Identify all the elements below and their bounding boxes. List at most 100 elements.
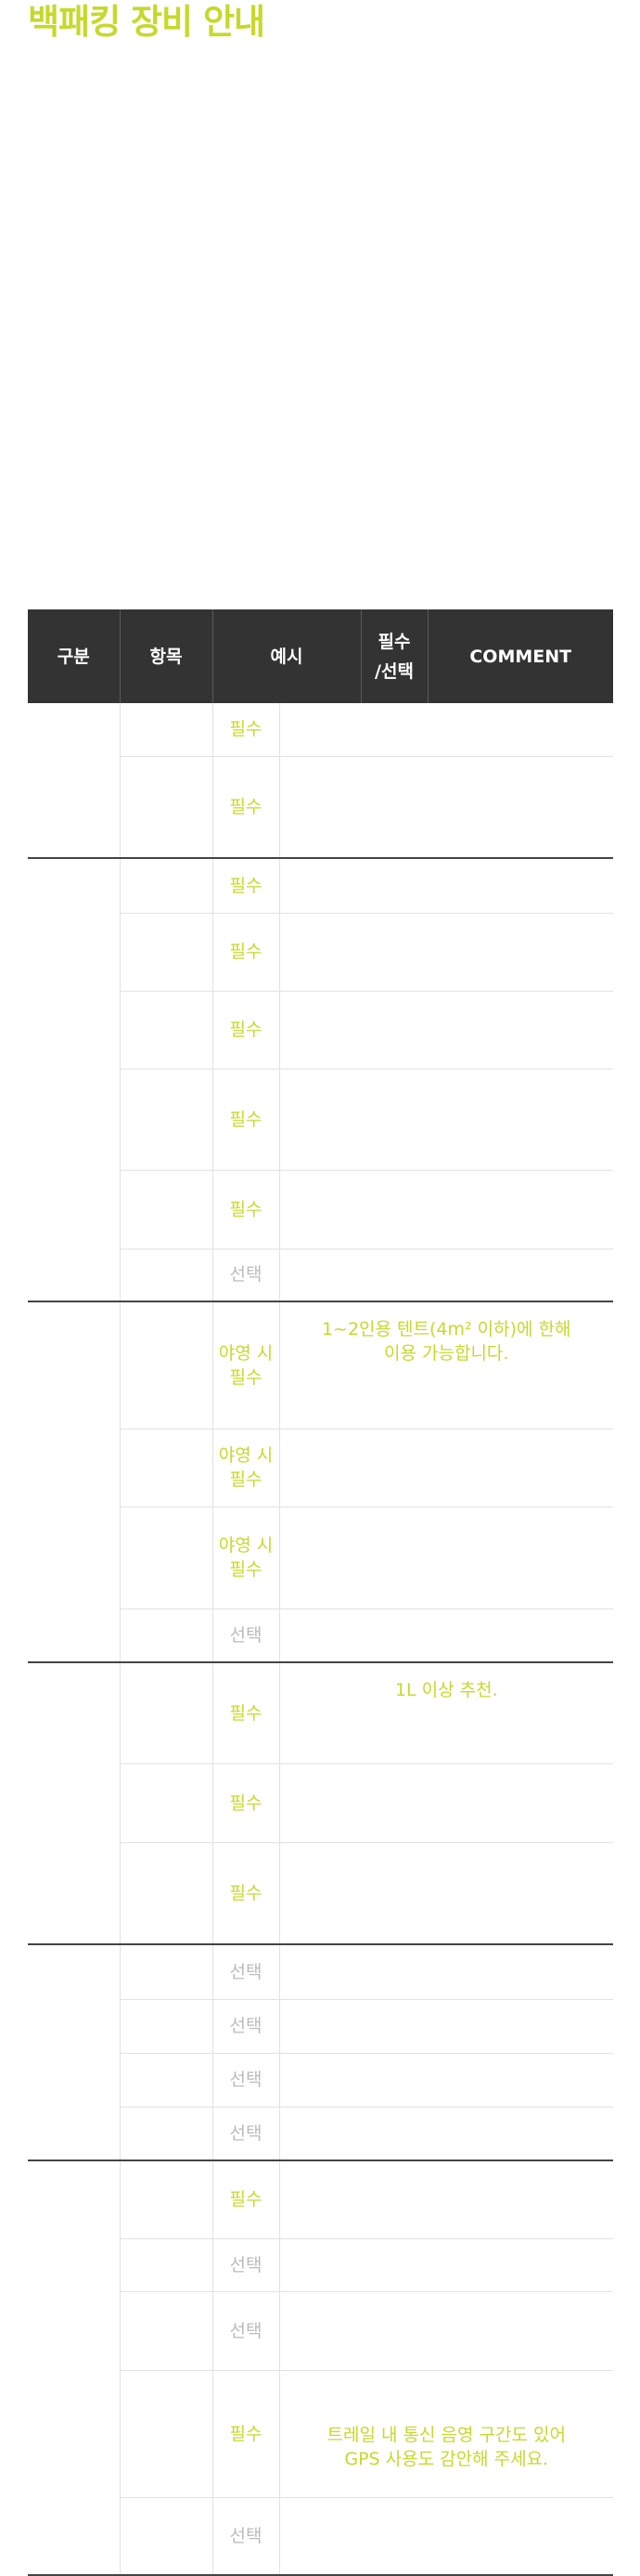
required-cell: 필수: [211, 2370, 279, 2498]
item-cell: [119, 1069, 212, 1171]
item-cell: [119, 2291, 212, 2371]
category-cell: [28, 2160, 120, 2576]
required-cell: 필수: [211, 1069, 279, 1171]
item-cell: [119, 2370, 212, 2498]
table-row: 선택: [28, 2238, 613, 2292]
table-row: 선택: [28, 2107, 613, 2161]
table-row: 선택: [28, 2291, 613, 2371]
table-row: 필수: [28, 1763, 613, 1843]
comment-cell: [278, 756, 613, 859]
table-row: 선택: [28, 1608, 613, 1663]
required-cell: 선택: [211, 2497, 279, 2576]
item-cell: [119, 1301, 212, 1429]
item-cell: [119, 703, 212, 757]
table-row: 야영 시 필수: [28, 1429, 613, 1507]
required-cell: 선택: [211, 2291, 279, 2371]
category-cell: [28, 1944, 120, 2161]
required-cell: 필수: [211, 991, 279, 1070]
comment-cell: [278, 1069, 613, 1171]
comment-cell: [278, 1170, 613, 1250]
gear-table: 구분 항목 예시 필수 /선택 COMMENT 필수 필수 필수: [28, 609, 613, 2576]
required-cell: 선택: [211, 1249, 279, 1302]
item-cell: [119, 1944, 212, 2000]
table-row: 선택: [28, 1999, 613, 2054]
required-cell: 필수: [211, 1170, 279, 1250]
table-row: 야영 시 필수: [28, 1506, 613, 1609]
comment-cell: 트레일 내 통신 음영 구간도 있어 GPS 사용도 감안해 주세요.: [278, 2370, 613, 2498]
table-row: 선택: [28, 1249, 613, 1302]
comment-cell: [278, 703, 613, 757]
comment-cell: [278, 1763, 613, 1843]
item-cell: [119, 1763, 212, 1843]
comment-cell: [278, 913, 613, 992]
table-row: 필수: [28, 2160, 613, 2576]
comment-cell: [278, 2160, 613, 2239]
comment-cell: [278, 1842, 613, 1945]
comment-cell: [278, 2053, 613, 2108]
table-row: 선택: [28, 2053, 613, 2108]
item-cell: [119, 1608, 212, 1663]
required-cell: 필수: [211, 1662, 279, 1764]
required-cell: 필수: [211, 1763, 279, 1843]
comment-cell: [278, 991, 613, 1070]
category-cell: [28, 858, 120, 1302]
item-cell: [119, 991, 212, 1070]
header-example: 예시: [211, 609, 361, 703]
required-cell: 선택: [211, 2238, 279, 2292]
required-cell: 야영 시 필수: [211, 1301, 279, 1429]
item-cell: [119, 2497, 212, 2576]
required-cell: 선택: [211, 1608, 279, 1663]
table-row: 필수: [28, 1170, 613, 1250]
item-cell: [119, 756, 212, 859]
item-cell: [119, 1429, 212, 1507]
required-cell: 선택: [211, 1944, 279, 2000]
table-row: 필수: [28, 1069, 613, 1171]
header-required: 필수 /선택: [360, 609, 428, 703]
item-cell: [119, 1506, 212, 1609]
comment-cell: 1L 이상 추천.: [278, 1662, 613, 1764]
comment-cell: [278, 1249, 613, 1302]
comment-cell: [278, 1429, 613, 1507]
comment-cell: 1~2인용 텐트(4m² 이하)에 한해 이용 가능합니다.: [278, 1301, 613, 1429]
item-cell: [119, 1170, 212, 1250]
item-cell: [119, 1842, 212, 1945]
category-cell: [28, 703, 120, 859]
required-cell: 선택: [211, 1999, 279, 2054]
comment-cell: [278, 2238, 613, 2292]
required-cell: 선택: [211, 2053, 279, 2108]
table-row: 필수 트레일 내 통신 음영 구간도 있어 GPS 사용도 감안해 주세요.: [28, 2370, 613, 2498]
table-row: 필수: [28, 1842, 613, 1945]
table-row: 필수 1L 이상 추천.: [28, 1662, 613, 1945]
required-cell: 필수: [211, 2160, 279, 2239]
table-row: 필수: [28, 858, 613, 1302]
required-cell: 필수: [211, 703, 279, 757]
table-row: 필수: [28, 991, 613, 1070]
item-cell: [119, 2107, 212, 2161]
required-cell: 선택: [211, 2107, 279, 2161]
comment-cell: [278, 1999, 613, 2054]
comment-cell: [278, 1608, 613, 1663]
comment-cell: [278, 1944, 613, 2000]
category-cell: [28, 1301, 120, 1663]
page-title: 백패킹 장비 안내: [28, 2, 265, 42]
item-cell: [119, 1999, 212, 2054]
item-cell: [119, 2160, 212, 2239]
table-row: 필수: [28, 703, 613, 859]
table-row: 야영 시 필수 1~2인용 텐트(4m² 이하)에 한해 이용 가능합니다.: [28, 1301, 613, 1663]
item-cell: [119, 1662, 212, 1764]
header-comment: COMMENT: [427, 609, 613, 703]
required-cell: 필수: [211, 858, 279, 914]
category-cell: [28, 1662, 120, 1945]
table-header-row: 구분 항목 예시 필수 /선택 COMMENT: [28, 609, 613, 703]
table-row: 선택: [28, 1944, 613, 2161]
required-cell: 필수: [211, 1842, 279, 1945]
item-cell: [119, 913, 212, 992]
required-cell: 야영 시 필수: [211, 1506, 279, 1609]
comment-cell: [278, 2107, 613, 2161]
comment-cell: [278, 1506, 613, 1609]
item-cell: [119, 1249, 212, 1302]
required-cell: 야영 시 필수: [211, 1429, 279, 1507]
header-item: 항목: [119, 609, 212, 703]
required-cell: 필수: [211, 913, 279, 992]
item-cell: [119, 858, 212, 914]
